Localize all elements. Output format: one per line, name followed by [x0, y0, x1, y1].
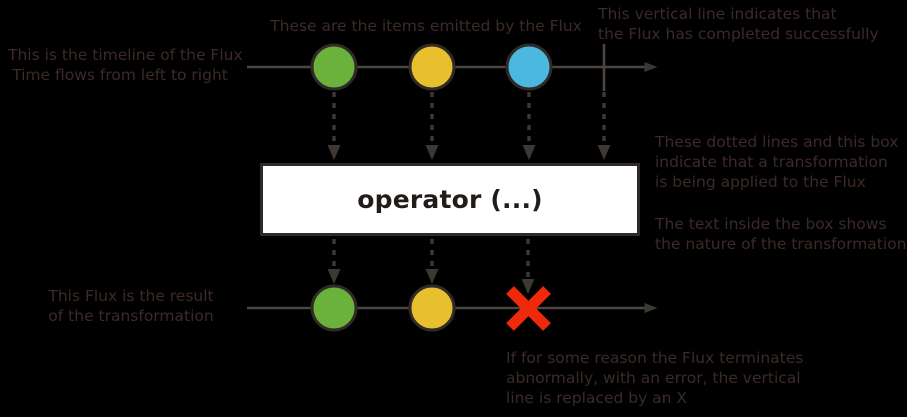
- transform-arrows-in: [327, 92, 611, 160]
- source-item-yellow: [408, 43, 456, 91]
- transform-arrows-out: [327, 239, 535, 294]
- annotation-box-text: The text inside the box shows the nature…: [655, 215, 907, 253]
- annotation-timeline: This is the timeline of the Flux Time fl…: [8, 46, 243, 84]
- result-item-yellow: [408, 284, 456, 332]
- annotation-result-flux: This Flux is the result of the transform…: [48, 287, 214, 325]
- operator-label: operator (...): [357, 185, 543, 214]
- source-flux-timeline: [247, 43, 658, 91]
- result-flux-timeline: [247, 284, 658, 332]
- source-item-green: [310, 43, 358, 91]
- error-x-marker: [506, 286, 551, 331]
- annotation-emitted-items: These are the items emitted by the Flux: [270, 17, 582, 35]
- annotation-error-termination: If for some reason the Flux terminates a…: [506, 349, 804, 407]
- source-item-blue: [505, 43, 553, 91]
- operator-box: operator (...): [260, 163, 640, 236]
- annotation-completion-line: This vertical line indicates that the Fl…: [598, 5, 879, 43]
- result-item-green: [310, 284, 358, 332]
- annotation-transformation: These dotted lines and this box indicate…: [655, 133, 899, 191]
